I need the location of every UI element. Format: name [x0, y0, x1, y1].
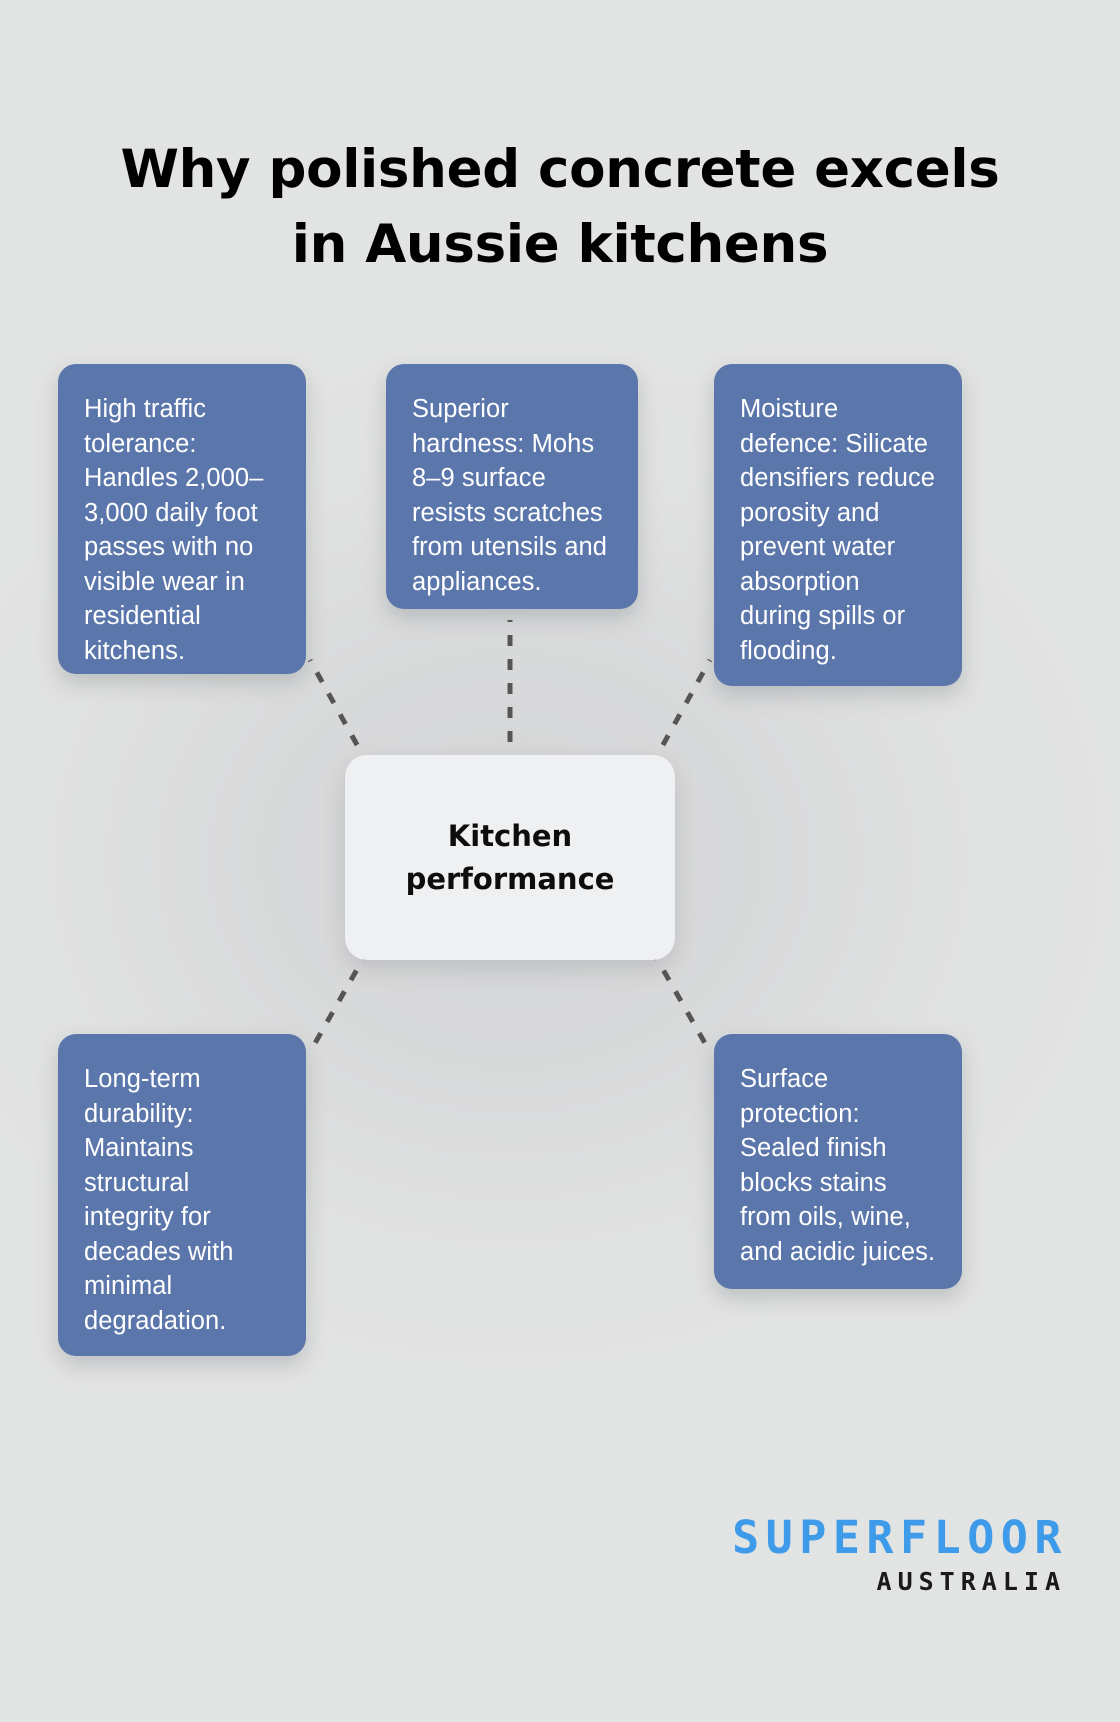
card-surface-protection[interactable]: Surface protection: Sealed finish blocks…: [714, 1034, 962, 1289]
brand-logo-region: AUSTRALIA: [876, 1567, 1066, 1596]
card-text: High traffic tolerance: Handles 2,000–3,…: [84, 395, 264, 665]
card-text: Long-term durability: Maintains structur…: [84, 1065, 234, 1335]
brand-logo: SUPERFLOOR AUSTRALIA: [732, 1515, 1068, 1594]
center-node-label-line-1: Kitchen: [447, 819, 573, 854]
brand-logo-name: SUPERFLOOR: [732, 1511, 1068, 1564]
card-text: Surface protection: Sealed finish blocks…: [740, 1065, 936, 1266]
card-high-traffic-tolerance[interactable]: High traffic tolerance: Handles 2,000–3,…: [58, 364, 306, 674]
page-title-line-2: in Aussie kitchens: [291, 213, 829, 275]
center-node-label-line-2: performance: [405, 861, 615, 896]
center-node-label: Kitchen performance: [406, 815, 615, 899]
card-long-term-durability[interactable]: Long-term durability: Maintains structur…: [58, 1034, 306, 1356]
card-superior-hardness[interactable]: Superior hardness: Mohs 8–9 surface resi…: [386, 364, 638, 609]
page-title-line-1: Why polished concrete excels: [120, 138, 1000, 200]
center-node-kitchen-performance[interactable]: Kitchen performance: [345, 755, 675, 960]
page-title: Why polished concrete excels in Aussie k…: [60, 132, 1060, 283]
card-text: Superior hardness: Mohs 8–9 surface resi…: [412, 395, 608, 596]
card-text: Moisture defence: Silicate densifiers re…: [740, 395, 936, 665]
card-moisture-defence[interactable]: Moisture defence: Silicate densifiers re…: [714, 364, 962, 686]
